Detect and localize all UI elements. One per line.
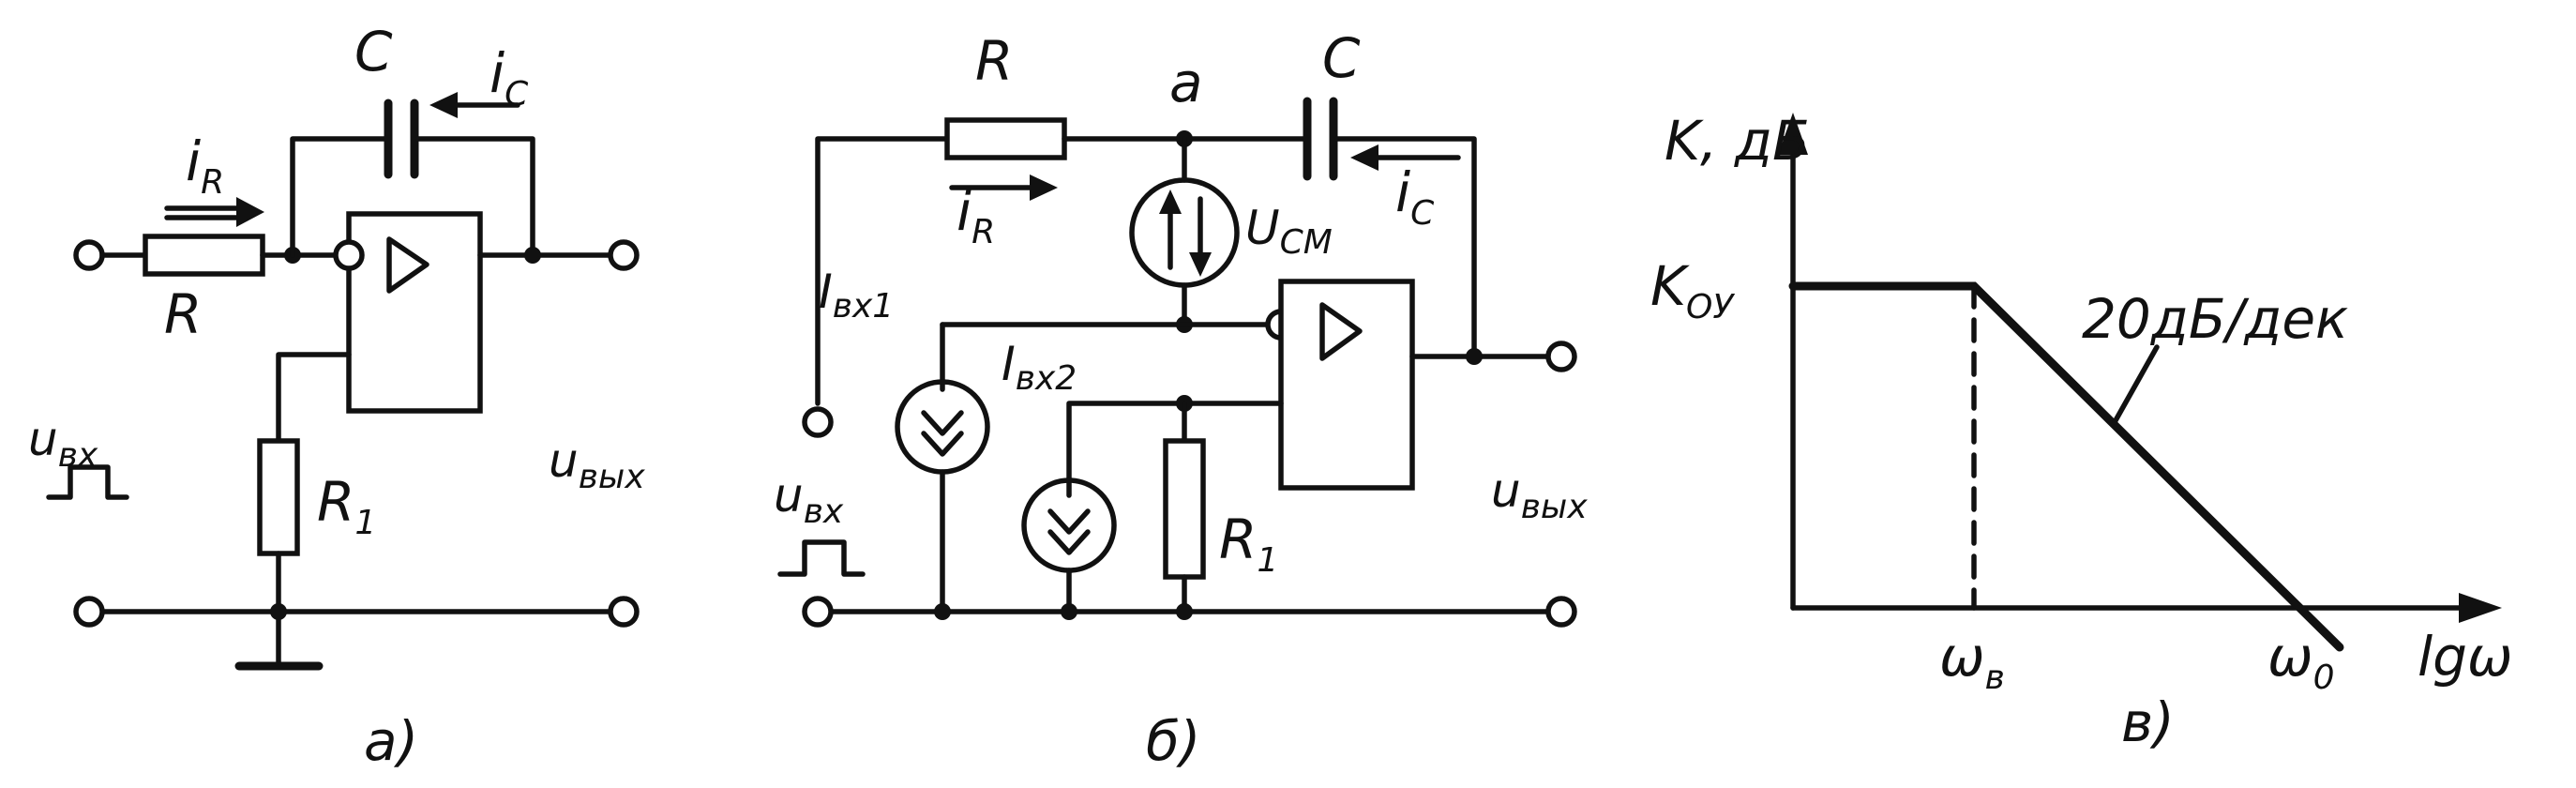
slope-leader-line xyxy=(2112,344,2160,425)
input-terminal-b xyxy=(802,406,834,438)
resistor-label-b: R xyxy=(975,29,1013,93)
node-a-label: a xyxy=(1169,51,1203,114)
offset-voltage-label: UСМ xyxy=(1245,201,1333,262)
current-arrow-ic-b xyxy=(1350,144,1461,171)
resistor-label-a: R xyxy=(164,282,202,346)
y-axis-label: K, дБ xyxy=(1665,109,1810,173)
junction-dot xyxy=(1466,348,1483,365)
panel-c-frequency-response: K, дБ KОУ 20дБ/дек ωв ω0 lgω в) xyxy=(1650,109,2513,754)
input-ground-terminal-b xyxy=(802,596,834,628)
x-axis-arrow-icon xyxy=(2459,593,2502,623)
current-ir-label-a: iR xyxy=(186,129,224,202)
output-terminal-b xyxy=(1545,341,1577,372)
input-voltage-label-a: uвх xyxy=(28,412,98,475)
input-ground-terminal-a xyxy=(73,596,105,628)
current-source-chevron-icon xyxy=(921,410,964,436)
junction-dot xyxy=(270,603,287,620)
output-ground-terminal-b xyxy=(1545,596,1577,628)
x-axis-label: lgω xyxy=(2418,625,2513,689)
slope-label: 20дБ/дек xyxy=(2082,287,2348,351)
amplifier-triangle-icon xyxy=(1319,302,1363,361)
y-axis-arrow-icon xyxy=(1778,113,1808,155)
junction-dot xyxy=(934,603,951,620)
current-arrow-ir-b xyxy=(949,174,1058,201)
current-ir-label-b: iR xyxy=(957,179,995,251)
capacitor-label-b: C xyxy=(1322,26,1361,90)
caption-c: в) xyxy=(2121,690,2175,754)
panel-a-integrator-circuit: C iC iR R R1 uвх uвых а) xyxy=(28,20,645,773)
input-terminal-a xyxy=(73,239,105,271)
caption-a: а) xyxy=(364,709,418,773)
junction-dot xyxy=(1176,603,1193,620)
output-voltage-label-b: uвых xyxy=(1491,463,1588,526)
capacitor-label-a: C xyxy=(354,20,393,83)
panel-b-integrator-error-model: R a C iR iC UСМ Iвх1 Iвх2 R1 uвх uвых б) xyxy=(774,26,1588,773)
offset-source-arrows-icon xyxy=(1159,189,1212,277)
k-level-label: KОУ xyxy=(1650,254,1735,326)
bias-current-source-1 xyxy=(895,379,990,475)
output-terminal-a xyxy=(608,239,640,271)
pulse-input-icon xyxy=(46,464,129,500)
input-voltage-label-b: uвх xyxy=(774,468,844,531)
junction-dot xyxy=(524,247,541,264)
caption-b: б) xyxy=(1146,709,1200,773)
current-ic-label-b: iC xyxy=(1395,160,1435,233)
op-amp-a xyxy=(346,211,483,414)
resistor-r-b xyxy=(944,117,1067,160)
pulse-input-icon xyxy=(777,539,866,577)
bias-current-2-label: Iвх2 xyxy=(1002,337,1077,398)
resistor-r1-a xyxy=(257,438,300,556)
resistor1-label-b: R1 xyxy=(1219,508,1278,580)
resistor-r-a xyxy=(143,234,265,277)
resistor-r1-b xyxy=(1163,438,1206,580)
op-amp-b xyxy=(1278,279,1415,491)
output-ground-terminal-a xyxy=(608,596,640,628)
amplifier-triangle-icon xyxy=(386,236,429,294)
omega-0-label: ω0 xyxy=(2267,625,2334,697)
omega-b-label: ωв xyxy=(1939,625,2005,697)
current-arrow-ic-a xyxy=(429,92,520,118)
current-source-chevron-icon xyxy=(1047,508,1091,535)
output-voltage-label-a: uвых xyxy=(549,433,645,496)
resistor1-label-a: R1 xyxy=(317,470,376,542)
current-arrow-ir-a xyxy=(164,197,264,227)
current-ic-label-a: iC xyxy=(490,41,529,114)
offset-voltage-source xyxy=(1129,177,1240,288)
inverting-input-circle xyxy=(333,239,365,271)
bias-current-1-label: Iвх1 xyxy=(819,265,894,326)
junction-dot xyxy=(1061,603,1077,620)
